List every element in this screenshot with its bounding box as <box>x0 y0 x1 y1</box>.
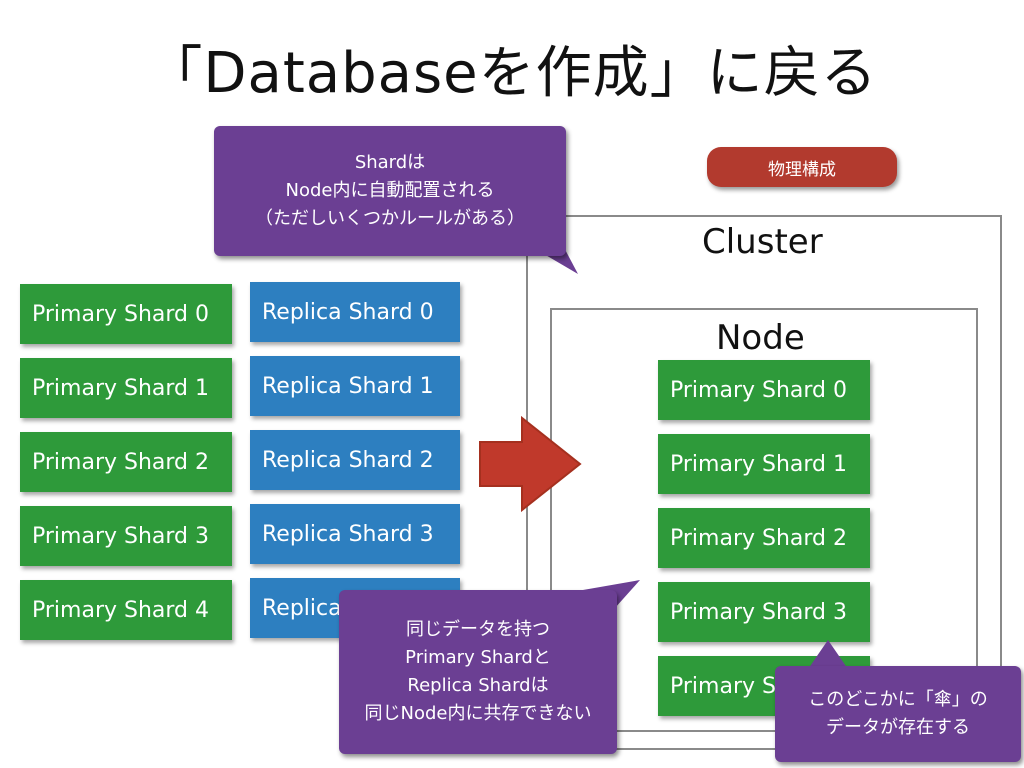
callout-line: 同じデータを持つ <box>406 619 550 641</box>
callout-line: （ただしいくつかルールがある） <box>255 207 525 229</box>
umbrella-data-callout: このどこかに「傘」の データが存在する <box>775 666 1021 762</box>
left-primary-shard-1: Primary Shard 1 <box>20 358 232 418</box>
callout-line: データが存在する <box>826 717 970 738</box>
left-replica-shard-3: Replica Shard 3 <box>250 504 460 564</box>
callout-tail <box>806 640 850 672</box>
left-replica-shard-2: Replica Shard 2 <box>250 430 460 490</box>
node-primary-shard-0: Primary Shard 0 <box>658 360 870 420</box>
left-primary-shard-2: Primary Shard 2 <box>20 432 232 492</box>
left-replica-shard-1: Replica Shard 1 <box>250 356 460 416</box>
callout-line: Primary Shardと <box>405 647 551 669</box>
left-primary-shard-3: Primary Shard 3 <box>20 506 232 566</box>
node-label: Node <box>716 318 805 358</box>
callout-line: 同じNode内に共存できない <box>364 702 592 724</box>
callout-line: Replica Shardは <box>407 675 549 696</box>
same-node-rule-callout: 同じデータを持つ Primary Shardと Replica Shardは 同… <box>339 590 617 754</box>
left-primary-shard-4: Primary Shard 4 <box>20 580 232 640</box>
left-primary-shard-0: Primary Shard 0 <box>20 284 232 344</box>
left-replica-shard-0: Replica Shard 0 <box>250 282 460 342</box>
callout-line: このどこかに「傘」の <box>808 689 988 711</box>
callout-line: Node内に自動配置される <box>285 180 495 202</box>
node-primary-shard-3: Primary Shard 3 <box>658 582 870 642</box>
callout-line: Shardは <box>354 152 426 174</box>
physical-config-badge: 物理構成 <box>707 147 897 187</box>
slide-title: 「Databaseを作成」に戻る <box>146 41 878 106</box>
node-primary-shard-1: Primary Shard 1 <box>658 434 870 494</box>
right-arrow-icon <box>479 415 582 513</box>
node-primary-shard-2: Primary Shard 2 <box>658 508 870 568</box>
node-frame <box>550 308 978 732</box>
shard-placement-callout: Shardは Node内に自動配置される （ただしいくつかルールがある） <box>214 126 566 256</box>
cluster-label: Cluster <box>702 222 823 262</box>
